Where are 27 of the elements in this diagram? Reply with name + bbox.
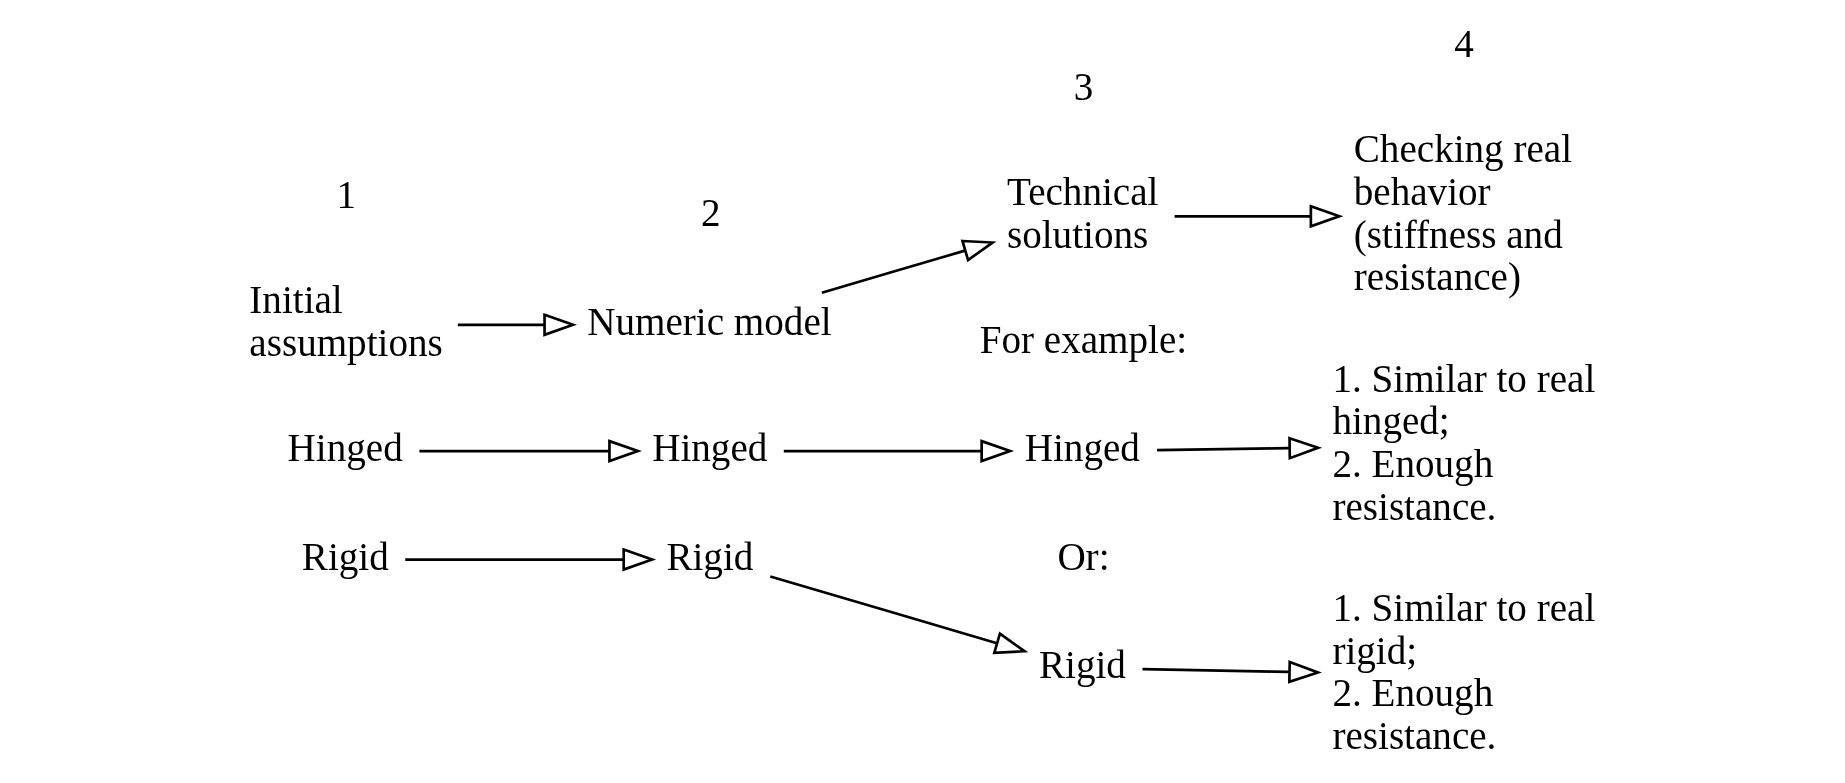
label: 3 — [1073, 65, 1094, 109]
node-text: Checking real behavior (stiffness and resistance) — [1353, 127, 1573, 299]
node-text: Hinged — [652, 426, 768, 470]
label: Or: — [1057, 534, 1110, 578]
arrow — [457, 312, 578, 337]
node-text: Rigid — [666, 534, 754, 578]
node-text: Rigid — [1038, 643, 1126, 687]
node-text: Numeric model — [587, 299, 832, 343]
arrow — [419, 439, 642, 463]
node-text: Rigid — [301, 534, 389, 578]
node-text: Hinged — [287, 426, 403, 470]
arrow — [405, 547, 657, 572]
node-text: Hinged — [1024, 426, 1140, 470]
label: For example: — [979, 317, 1188, 361]
node-text: Initial assumptions — [249, 278, 443, 365]
arrow — [769, 575, 1029, 655]
arrow — [783, 439, 1015, 463]
label: 1 — [336, 173, 357, 217]
node-text: Technical solutions — [1006, 169, 1159, 256]
node-text: 1. Similar to real hinged; 2. Enough resistance. — [1332, 356, 1596, 528]
arrow — [1142, 660, 1322, 684]
arrow — [1174, 204, 1344, 229]
arrow — [1157, 436, 1323, 461]
arrow — [821, 239, 997, 294]
label: 2 — [701, 191, 721, 235]
node-text: 1. Similar to real rigid; 2. Enough resistance. — [1332, 586, 1596, 758]
label: 4 — [1454, 22, 1474, 66]
